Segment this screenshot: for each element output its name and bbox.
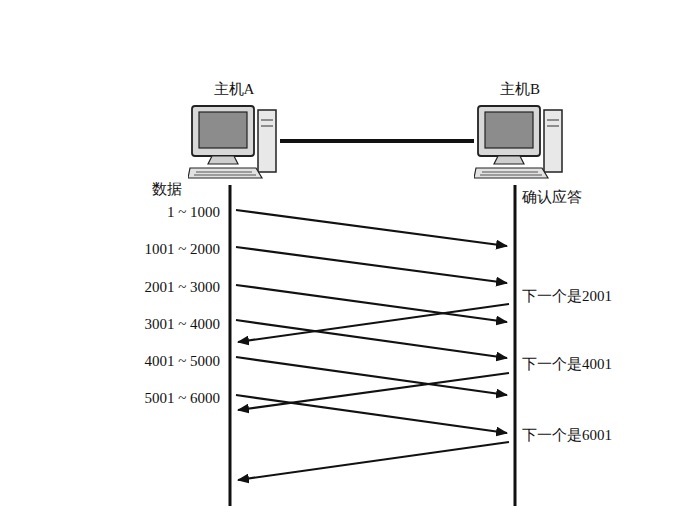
- host-label: 主机A: [188, 80, 280, 98]
- message-arrows: [236, 210, 509, 480]
- column-heading: 确认应答: [520, 188, 584, 206]
- timelines: [230, 185, 515, 506]
- computer-icon: [188, 100, 280, 182]
- data-range: 5001 ~ 6000: [142, 389, 222, 407]
- host-computer: 主机B: [474, 80, 566, 182]
- host-computer: 主机A: [188, 80, 280, 182]
- data-range: 3001 ~ 4000: [142, 315, 222, 333]
- ack-label: 下一个是4001: [520, 355, 614, 373]
- ack-label: 下一个是6001: [520, 426, 614, 444]
- host-label: 主机B: [474, 80, 566, 98]
- data-range: 1 ~ 1000: [165, 203, 222, 221]
- computer-icon: [474, 100, 566, 182]
- column-heading: 数据: [150, 180, 184, 198]
- data-range: 1001 ~ 2000: [142, 240, 222, 258]
- ack-label: 下一个是2001: [520, 287, 614, 305]
- data-range: 2001 ~ 3000: [142, 278, 222, 296]
- network-link: [280, 139, 474, 143]
- data-range: 4001 ~ 5000: [142, 352, 222, 370]
